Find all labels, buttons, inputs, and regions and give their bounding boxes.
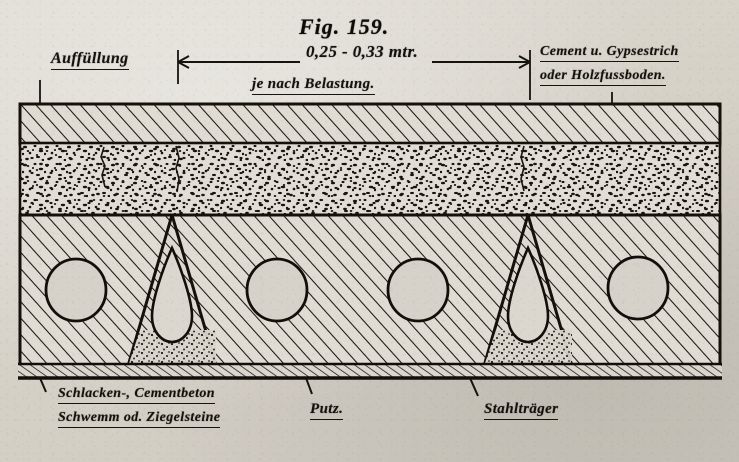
label-beton-line2: Schwemm od. Ziegelsteine <box>58 410 221 428</box>
dimension-line <box>177 50 531 100</box>
figure-number: Fig. 159. <box>299 14 390 39</box>
hollow-voids <box>44 255 670 323</box>
label-estrich-line1: Cement u. Gypsestrich <box>540 44 679 62</box>
label-auffuellung: Auffüllung <box>51 50 129 70</box>
dimension-note: je nach Belastung. <box>252 76 375 95</box>
beam-wedge-1 <box>126 215 218 367</box>
layer-estrich <box>18 102 722 146</box>
leader-lines <box>39 80 613 397</box>
label-putz: Putz. <box>310 401 344 420</box>
steel-beam-section-1 <box>150 244 194 344</box>
layer-beton <box>18 213 722 369</box>
label-stahltraeger: Stahlträger <box>484 401 559 420</box>
label-estrich-line2: oder Holzfussboden. <box>540 68 666 86</box>
steel-beam-section-2 <box>506 244 550 344</box>
label-beton-line1: Schlacken-, Cementbeton <box>58 386 215 404</box>
leader-putz <box>305 377 313 395</box>
layer-auffuellung <box>18 141 722 218</box>
dimension-value: 0,25 - 0,33 mtr. <box>306 42 419 61</box>
leader-beton <box>39 377 47 393</box>
leader-stahltraeger <box>469 377 479 397</box>
layer-putz <box>18 362 722 380</box>
beam-wedge-2 <box>482 215 574 367</box>
